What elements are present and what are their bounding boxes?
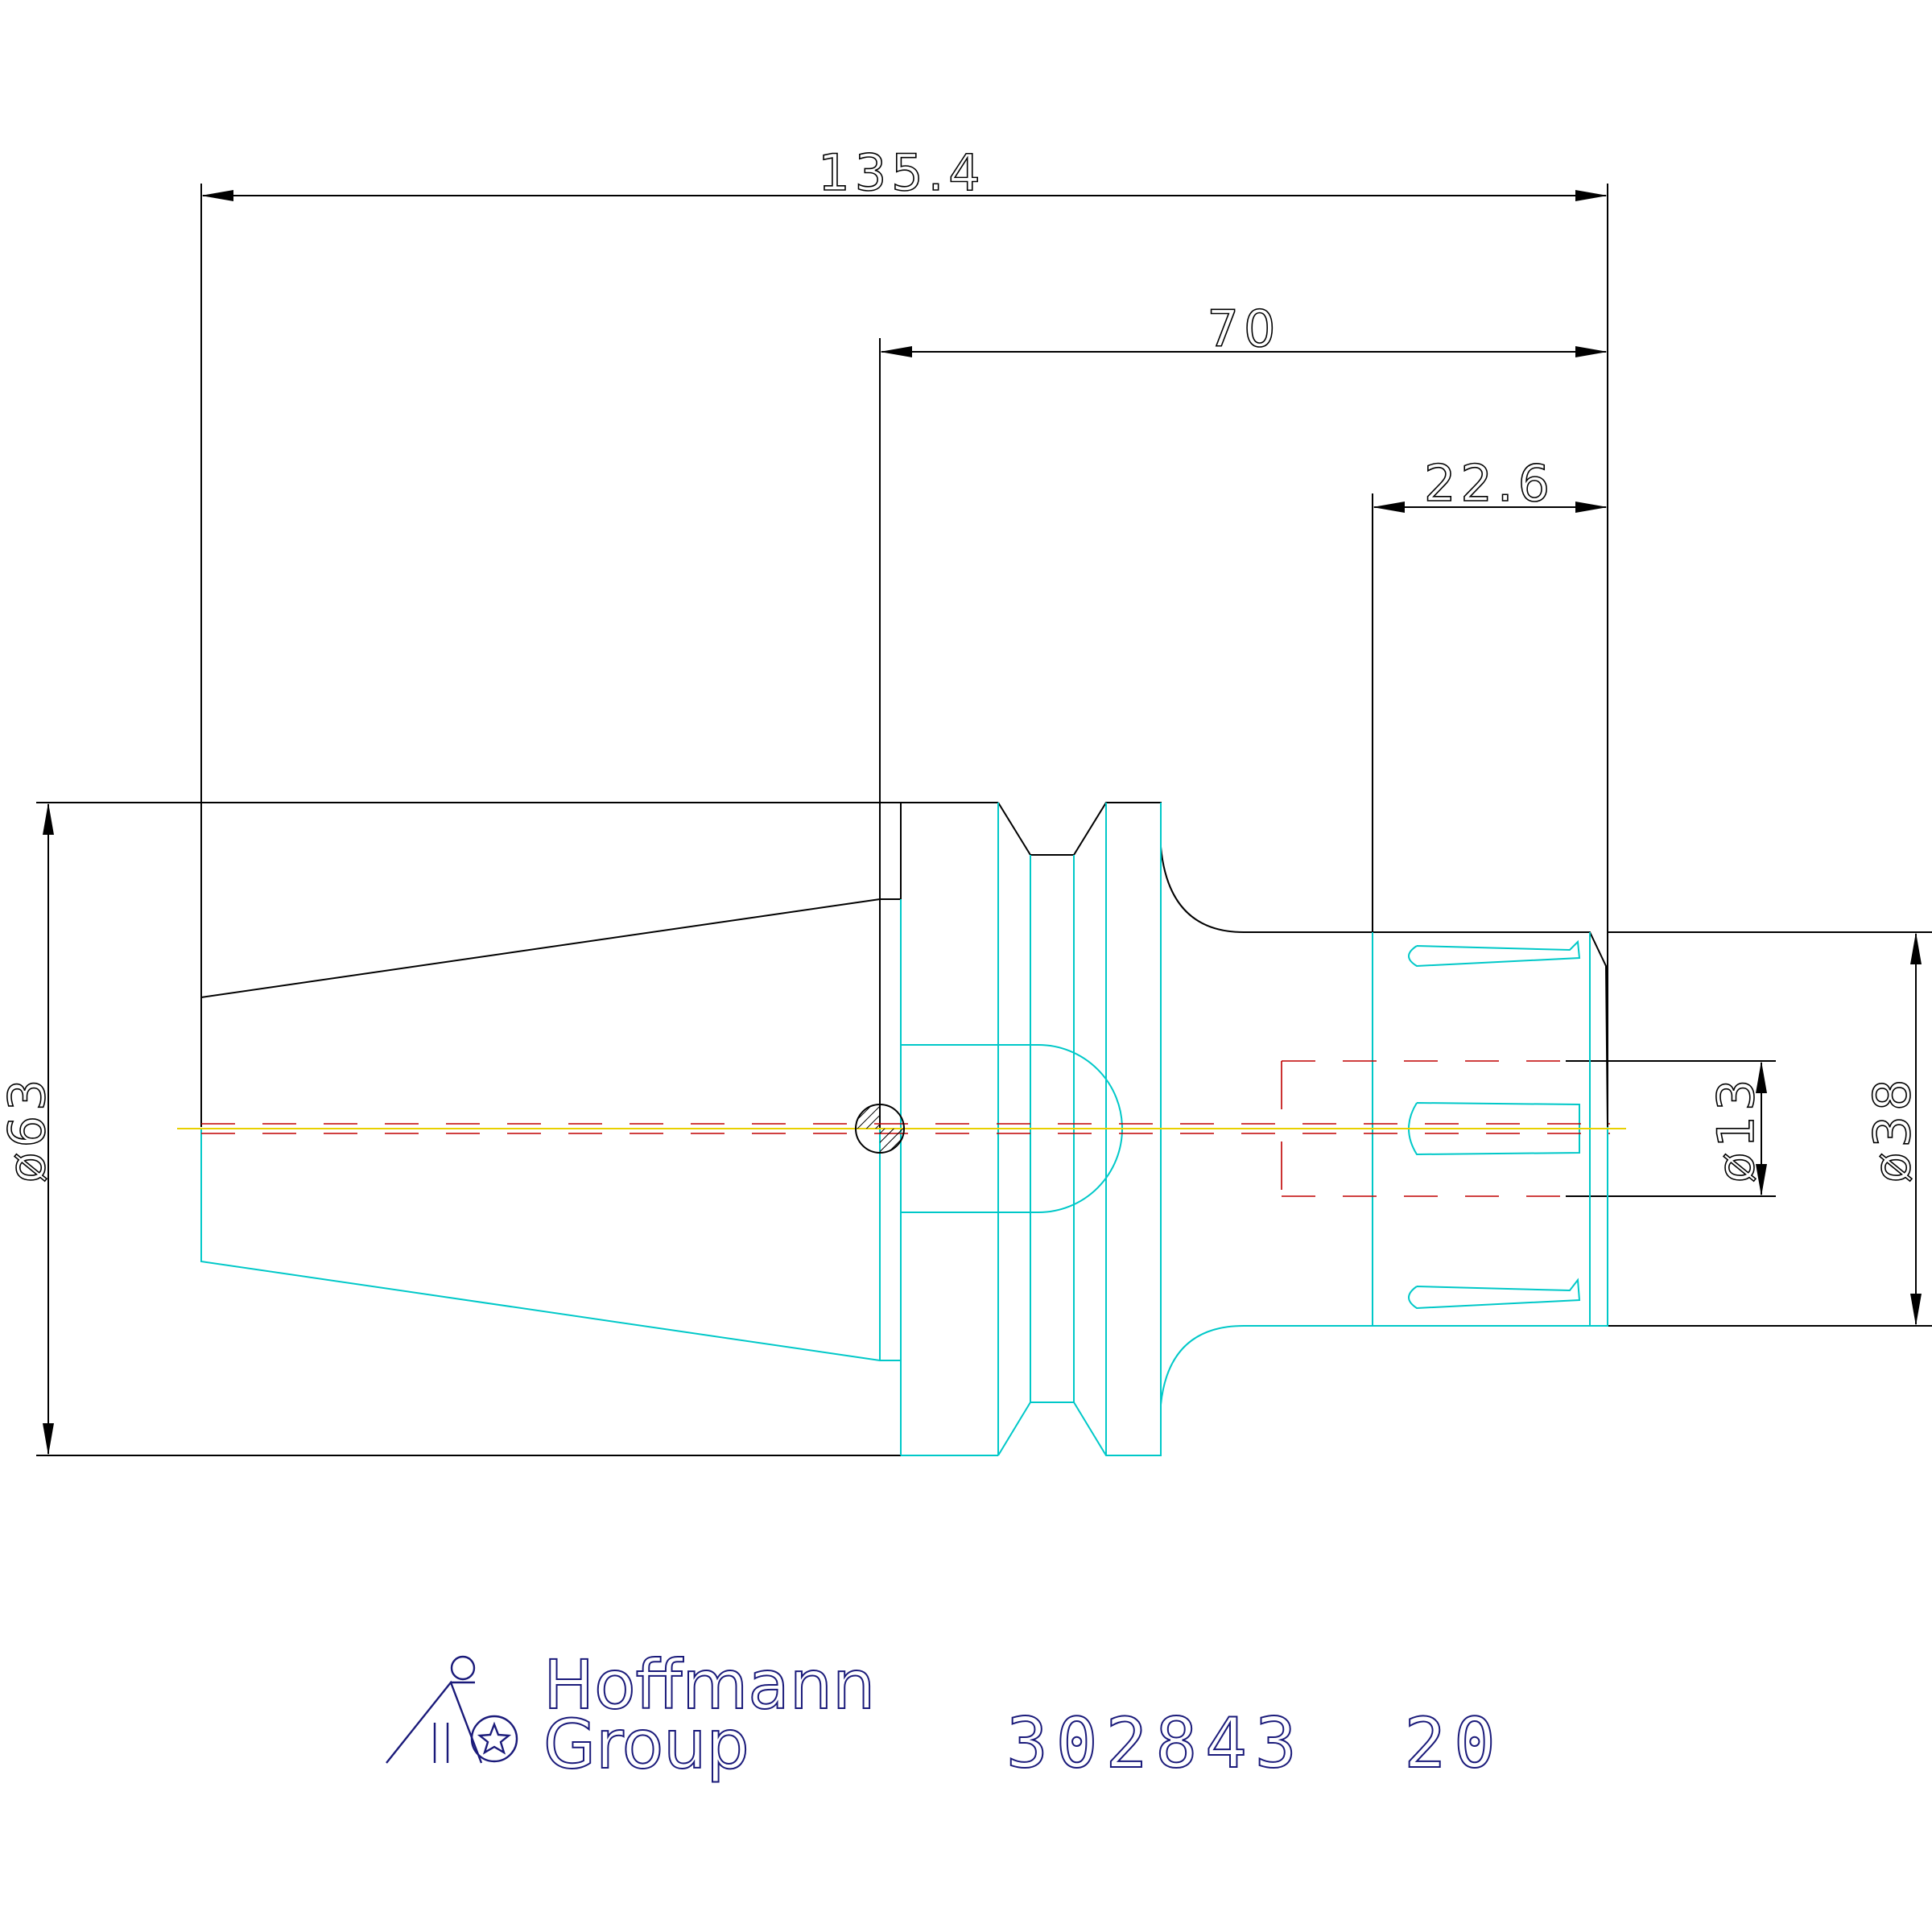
dimension-collet-length: 70 — [879, 299, 1608, 1127]
dimension-nut-diameter: ø38 — [1608, 931, 1932, 1327]
overall-length-label: 135.4 — [818, 143, 985, 202]
dimension-nut-length: 22.6 — [1372, 453, 1608, 934]
hidden-bore — [1281, 1060, 1566, 1197]
dimension-flange-diameter: ø63 — [0, 802, 902, 1456]
brand-line-2: Group — [543, 1705, 749, 1784]
dimension-overall-length: 135.4 — [200, 142, 1608, 1127]
article-number: 302843 20 — [1006, 1703, 1504, 1784]
brand-line-1: Hoffmann — [543, 1645, 875, 1724]
collet-length-label: 70 — [1208, 299, 1281, 358]
nut-length-label: 22.6 — [1424, 454, 1554, 513]
nut-diameter-label: ø38 — [1863, 1075, 1922, 1183]
hoffmann-logo-icon — [386, 1655, 518, 1764]
part-upper-outline — [200, 802, 1618, 1129]
dimension-clamp-diameter: ø13 — [1566, 1060, 1776, 1197]
section-marker-icon — [855, 1104, 905, 1154]
clamp-diameter-label: ø13 — [1707, 1075, 1765, 1183]
flange-diameter-label: ø63 — [0, 1075, 56, 1183]
